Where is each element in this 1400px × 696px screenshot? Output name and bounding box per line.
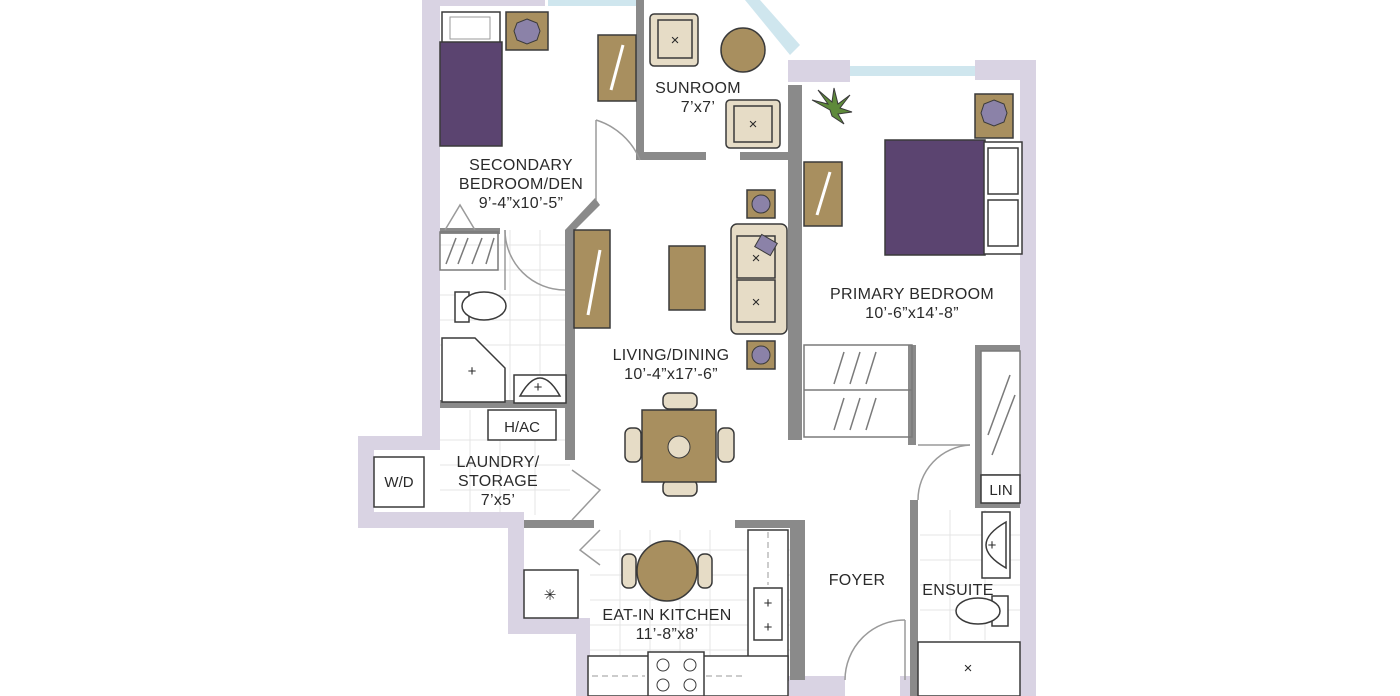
laundry-name-1: LAUNDRY/ — [456, 454, 539, 471]
doors — [444, 119, 971, 681]
room-label-kitchen: EAT-IN KITCHEN 11’-8”x8’ — [602, 607, 731, 643]
secondary-name-2: BEDROOM/DEN — [459, 176, 583, 193]
svg-text:×: × — [752, 250, 761, 267]
side-table-top — [746, 189, 776, 219]
windows — [548, 0, 975, 76]
secondary-toilet — [454, 291, 507, 323]
room-label-sunroom: SUNROOM 7’x7’ — [655, 80, 741, 116]
sunroom-armchair-top: × — [649, 13, 699, 67]
living-size: 10’-4”x17’-6” — [624, 366, 718, 383]
secondary-nightstand — [505, 11, 549, 51]
sofa: × × — [730, 223, 788, 335]
foyer-label: FOYER — [829, 572, 886, 589]
secondary-shower: + — [441, 337, 506, 403]
primary-nightstand — [974, 93, 1014, 139]
secondary-sink: + — [513, 374, 567, 404]
ensuite-sink: + — [981, 511, 1011, 579]
washer-dryer: W/D — [373, 456, 425, 508]
kitchen-name: EAT-IN KITCHEN — [602, 607, 731, 624]
washer-dryer-label: W/D — [384, 474, 413, 491]
sunroom-size: 7’x7’ — [681, 99, 715, 116]
svg-text:+: + — [468, 363, 477, 380]
ensuite-tub: × — [917, 641, 1021, 696]
secondary-tv-stand — [597, 34, 637, 102]
sunroom-name: SUNROOM — [655, 80, 741, 97]
side-table-bottom — [746, 340, 776, 370]
svg-text:+: + — [534, 379, 543, 396]
plant-icon — [811, 87, 853, 125]
room-label-living: LIVING/DINING 10’-4”x17’-6” — [613, 347, 730, 383]
svg-text:×: × — [671, 32, 680, 49]
primary-size: 10’-6”x14’-8” — [865, 305, 959, 322]
sunroom-armchair-bottom: × — [725, 99, 781, 149]
primary-closet — [803, 344, 913, 438]
secondary-bed — [439, 11, 503, 147]
living-name: LIVING/DINING — [613, 347, 730, 364]
coffee-table — [668, 245, 706, 311]
hvac-unit: H/AC — [487, 409, 557, 441]
svg-text:+: + — [764, 619, 773, 636]
kitchen-size: 11’-8”x8’ — [636, 626, 699, 643]
kitchen-sink: + + — [753, 587, 783, 641]
dining-set — [624, 392, 735, 497]
sunroom-round-table — [720, 27, 766, 73]
primary-bed — [884, 139, 1023, 256]
linen-label: LIN — [989, 482, 1012, 499]
svg-text:+: + — [988, 537, 997, 554]
secondary-closet — [439, 231, 499, 271]
ensuite-toilet — [955, 595, 1009, 627]
secondary-size: 9’-4”x10’-5” — [479, 195, 564, 212]
room-label-secondary: SECONDARY BEDROOM/DEN 9’-4”x10’-5” — [459, 157, 583, 212]
secondary-name-1: SECONDARY — [469, 157, 573, 174]
room-label-laundry: LAUNDRY/ STORAGE 7’x5’ — [456, 454, 539, 509]
hvac-label: H/AC — [504, 419, 540, 436]
laundry-name-2: STORAGE — [458, 473, 538, 490]
room-label-primary: PRIMARY BEDROOM 10’-6”x14’-8” — [830, 286, 994, 322]
ensuite-label: ENSUITE — [922, 582, 993, 599]
primary-name: PRIMARY BEDROOM — [830, 286, 994, 303]
svg-text:+: + — [764, 595, 773, 612]
svg-text:×: × — [749, 116, 758, 133]
kitchen-stove — [647, 651, 705, 696]
kitchen-dining-set — [621, 540, 713, 602]
svg-text:✳: ✳ — [544, 587, 557, 604]
primary-tv-stand — [803, 161, 843, 227]
kitchen-fridge: ✳ — [523, 569, 579, 619]
linen-closet: LIN — [980, 350, 1021, 504]
svg-text:×: × — [752, 294, 761, 311]
laundry-size: 7’x5’ — [481, 492, 515, 509]
living-tv-stand — [573, 229, 611, 329]
interior-walls — [440, 0, 1020, 696]
svg-text:×: × — [964, 660, 973, 677]
